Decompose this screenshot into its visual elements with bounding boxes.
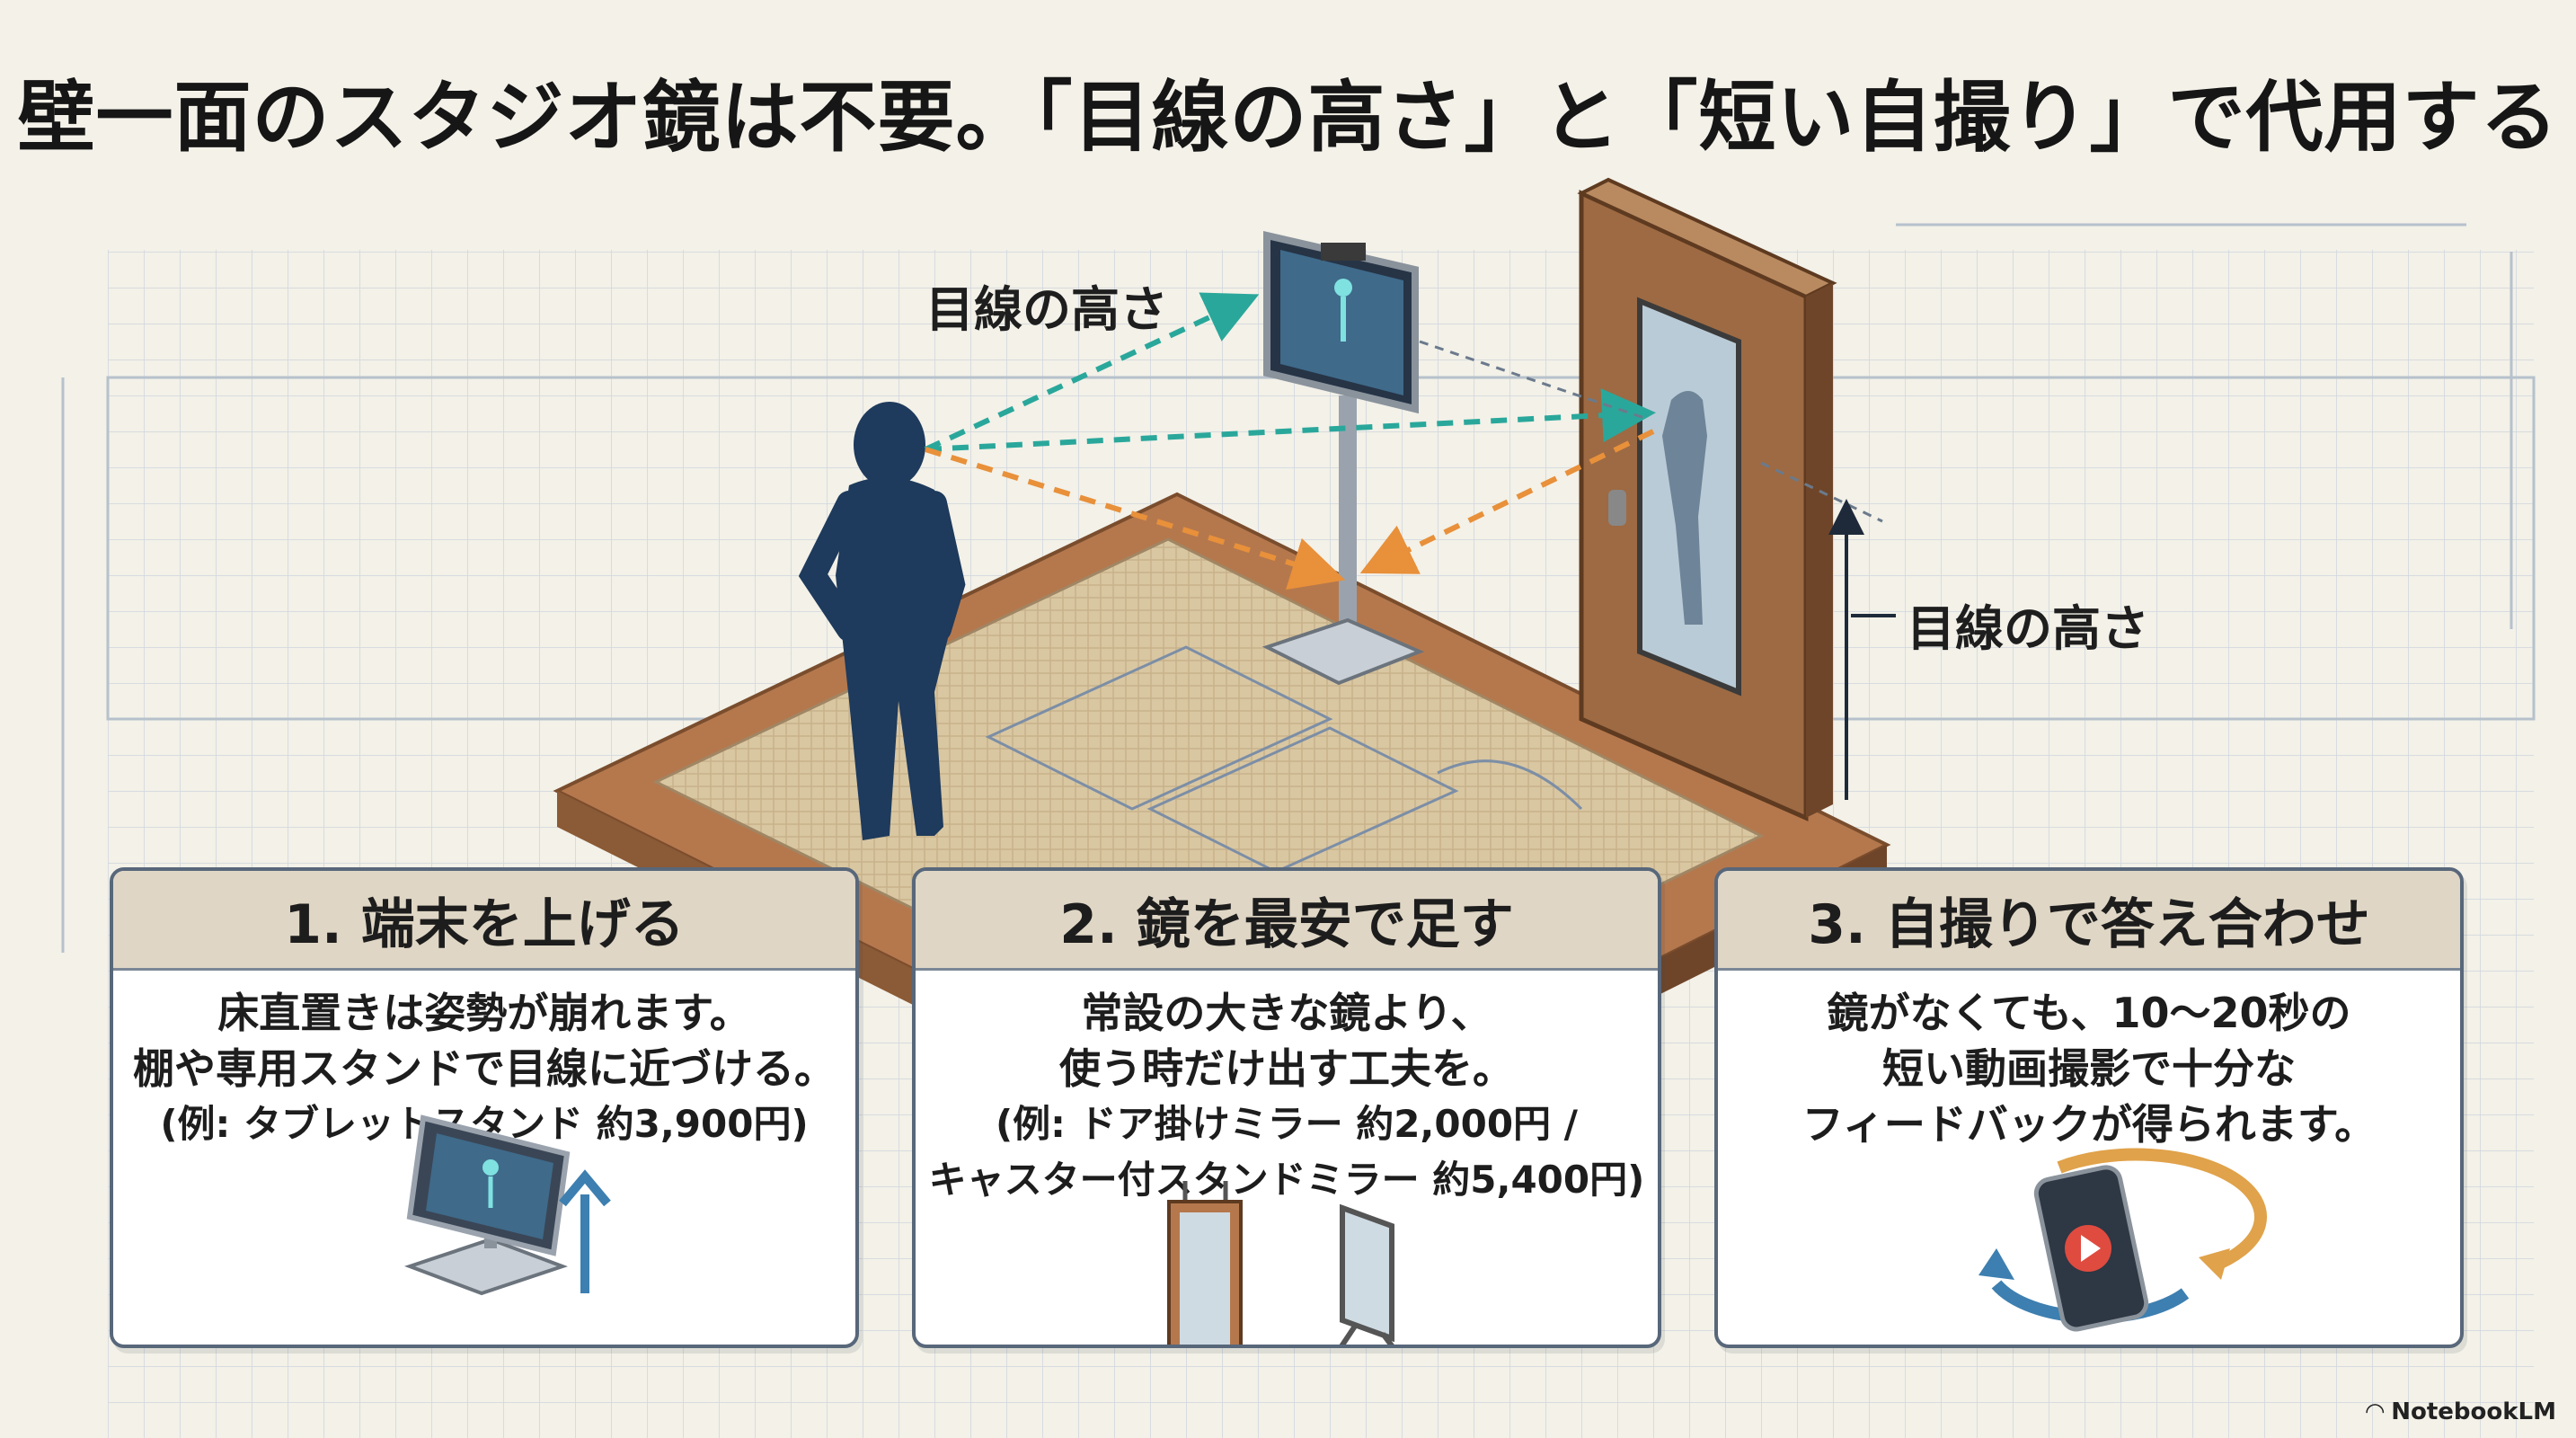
- stand-mirror-icon: [1339, 1203, 1394, 1345]
- rug-sketch-3: [1437, 759, 1583, 811]
- card-heading: 2. 鏡を最安で足す: [916, 871, 1658, 971]
- stand-base: [1261, 617, 1425, 686]
- card-line: 鏡がなくても、10〜20秒の: [1827, 989, 2351, 1037]
- guide-line: [1419, 340, 1645, 420]
- card-raise-device: 1. 端末を上げる 床直置きは姿勢が崩れます。 棚や専用スタンドで目線に近づける…: [110, 867, 859, 1348]
- rug-sketch-2: [1146, 726, 1459, 874]
- mirror-icons: [1167, 1181, 1394, 1345]
- card-line: 使う時だけ出す工夫を。: [1059, 1044, 1514, 1093]
- card-line: 常設の大きな鏡より、: [1081, 989, 1492, 1037]
- phone-video-icon: [1978, 1148, 2268, 1332]
- card-heading: 3. 自撮りで答え合わせ: [1718, 871, 2460, 971]
- card-selfie-check: 3. 自撮りで答え合わせ 鏡がなくても、10〜20秒の 短い動画撮影で十分な フ…: [1714, 867, 2464, 1348]
- reflection-line: [1359, 429, 1655, 574]
- card-add-mirror: 2. 鏡を最安で足す 常設の大きな鏡より、 使う時だけ出す工夫を。 (例: ドア…: [912, 867, 1661, 1348]
- door-handle: [1608, 490, 1626, 526]
- card-heading: 1. 端末を上げる: [113, 871, 855, 971]
- page-title: 壁一面のスタジオ鏡は不要。「目線の高さ」と「短い自撮り」で代用する: [17, 73, 2559, 163]
- rug-sketch-1: [985, 645, 1333, 811]
- card-line: キャスター付スタンドミラー 約5,400円): [928, 1158, 1645, 1202]
- brand-name: NotebookLM: [2391, 1398, 2556, 1425]
- sightline-to-mirror: [925, 388, 1656, 452]
- guide-line-2: [1760, 461, 1883, 523]
- card-line: 短い動画撮影で十分な: [1882, 1044, 2296, 1093]
- tablet-stand-icon: [404, 1114, 611, 1296]
- person-silhouette: [798, 402, 966, 840]
- brand-logo: ◠ NotebookLM: [2366, 1398, 2556, 1425]
- sightline-to-tablet: [924, 292, 1260, 452]
- card-line: 床直置きは姿勢が崩れます。: [217, 989, 751, 1037]
- mirror-reflection: [1662, 391, 1707, 625]
- notebooklm-icon: ◠: [2366, 1398, 2385, 1425]
- door-side: [1806, 283, 1833, 818]
- card-line: 棚や専用スタンドで目線に近づける。: [133, 1044, 836, 1093]
- sightline-to-floor: [925, 447, 1346, 590]
- eye-level-label-right: 目線の高さ: [1907, 600, 2149, 657]
- door-mirror-icon: [1167, 1181, 1243, 1345]
- up-arrow-icon: [559, 1169, 611, 1293]
- card-line: (例: ドア掛けミラー 約2,000円 /: [995, 1102, 1579, 1146]
- card-line: フィードバックが得られます。: [1801, 1100, 2377, 1149]
- tablet-clamp: [1321, 243, 1366, 261]
- tablet-figure-icon: [1334, 279, 1352, 297]
- eye-level-label-top: 目線の高さ: [925, 281, 1168, 338]
